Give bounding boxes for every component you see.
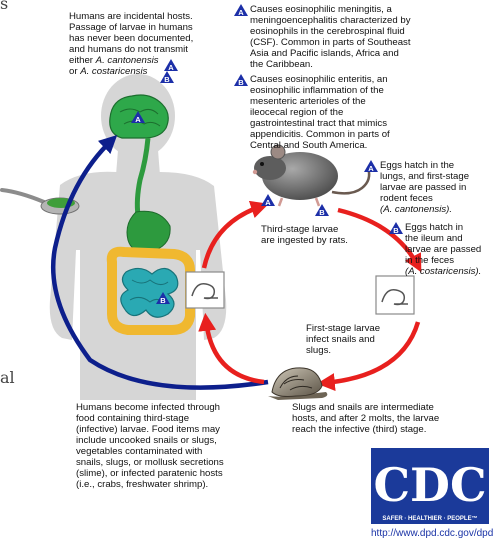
svg-text:A: A [238,8,244,16]
cropped-text-fragment: s [0,0,8,13]
svg-text:SAFER · HEALTHIER · PEOPLE™: SAFER · HEALTHIER · PEOPLE™ [382,515,477,522]
triangle-badge-icon: A [164,59,178,71]
triangle-badge-icon: B [234,74,248,86]
svg-text:CDC: CDC [373,458,486,512]
triangle-badge-icon: B [389,222,403,234]
third-stage-note: Third-stage larvae are ingested by rats. [261,224,348,246]
first-stage-note: First-stage larvae infect snails and slu… [306,323,380,356]
svg-text:B: B [164,75,170,83]
cropped-text-fragment: al [0,368,15,387]
svg-text:A: A [265,198,271,206]
triangle-badge-icon: A [261,194,275,206]
triangle-badge-icon: B [315,204,329,216]
larva-icon [186,272,224,308]
svg-text:B: B [238,78,244,86]
svg-text:B: B [393,226,399,234]
note-a-meningitis: Causes eosinophilic meningitis, a mening… [250,4,411,70]
slugs-snails-note: Slugs and snails are intermediate hosts,… [292,402,439,435]
svg-text:B: B [160,296,166,304]
cdc-url: http://www.dpd.cdc.gov/dpdx [371,528,493,539]
svg-text:B: B [319,208,325,216]
eggs-ileum-note: Eggs hatch in the ileum and larvae are p… [405,222,481,277]
triangle-badge-icon: A [131,111,145,123]
snail-icon [268,368,327,400]
triangle-badge-icon: A [364,160,378,172]
triangle-badge-icon: A [234,4,248,16]
eggs-lungs-note: Eggs hatch in the lungs, and first-stage… [380,160,469,215]
cdc-logo: CDC SAFER · HEALTHIER · PEOPLE™ [371,448,489,524]
note-b-enteritis: Causes eosinophilic enteritis, an eosino… [250,74,390,151]
svg-text:A: A [135,115,141,123]
larva-icon [376,276,414,314]
svg-text:A: A [368,164,374,172]
human-infection-note: Humans become infected through food cont… [76,402,224,490]
triangle-badge-icon: B [156,292,170,304]
svg-text:A: A [168,63,174,71]
triangle-badge-icon: B [160,71,174,83]
